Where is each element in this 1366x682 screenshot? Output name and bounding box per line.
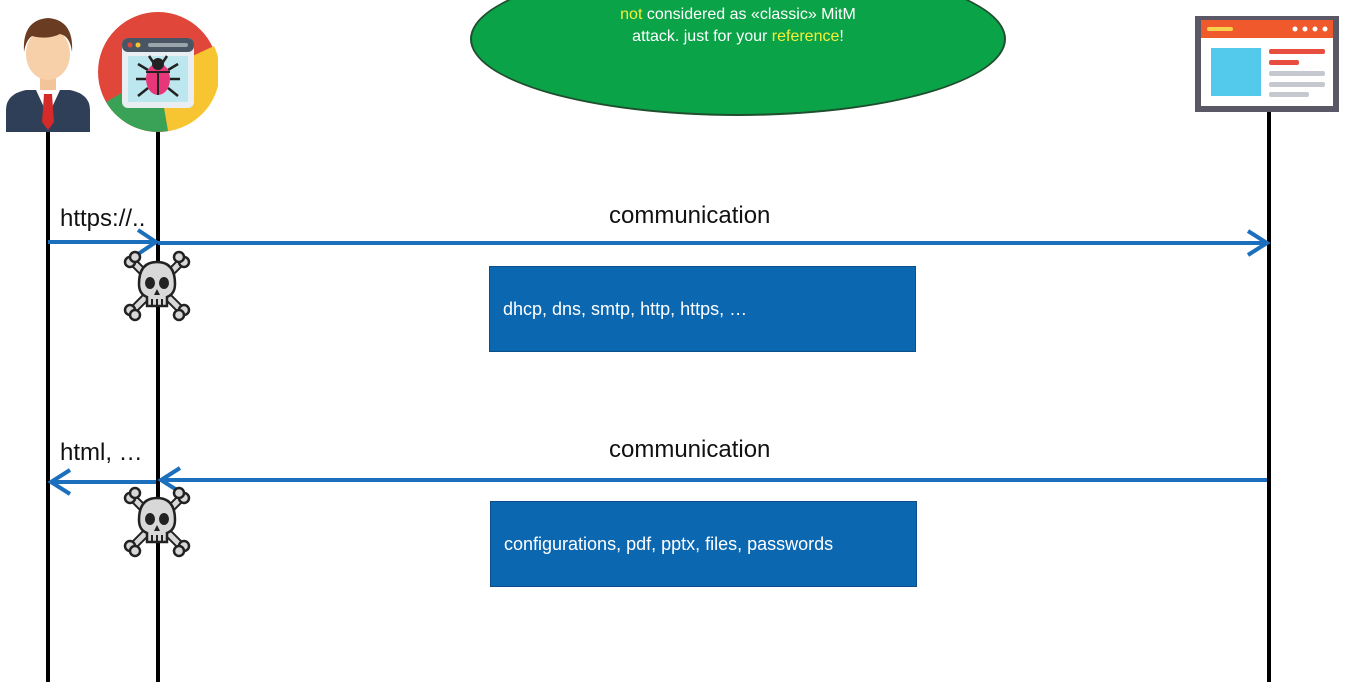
request-arrowhead-browser	[136, 228, 160, 256]
user-avatar-icon	[6, 18, 90, 132]
response-data-box: configurations, pdf, pptx, files, passwo…	[490, 501, 917, 587]
note-line2-end: !	[839, 28, 844, 45]
skull-icon-request	[123, 250, 191, 322]
response-arrowhead-browser	[157, 466, 182, 494]
browser-lifeline	[156, 128, 160, 682]
note-text: not considered as «classic» MitM attack.…	[472, 4, 1004, 48]
response-left-label: html, …	[60, 439, 143, 466]
note-line2-start: attack. just for your	[632, 28, 772, 45]
response-arrowhead-user	[47, 468, 72, 496]
server-lifeline	[1267, 112, 1271, 682]
note-highlight-not: not	[620, 6, 643, 23]
web-server-icon	[1195, 16, 1339, 112]
request-center-label: communication	[609, 202, 771, 229]
note-line1: considered as «classic» MitM	[642, 6, 856, 23]
request-arrowhead-server	[1246, 229, 1271, 257]
request-protocols-text: dhcp, dns, smtp, http, https, …	[503, 298, 748, 319]
note-highlight-reference: reference	[771, 28, 840, 45]
response-center-label: communication	[609, 436, 771, 463]
malicious-browser-extension-icon	[98, 12, 218, 132]
request-left-label: https://..	[60, 205, 146, 232]
request-protocols-box: dhcp, dns, smtp, http, https, …	[489, 266, 916, 352]
skull-icon-response	[123, 486, 191, 558]
user-lifeline	[46, 128, 50, 682]
response-data-text: configurations, pdf, pptx, files, passwo…	[504, 533, 834, 554]
